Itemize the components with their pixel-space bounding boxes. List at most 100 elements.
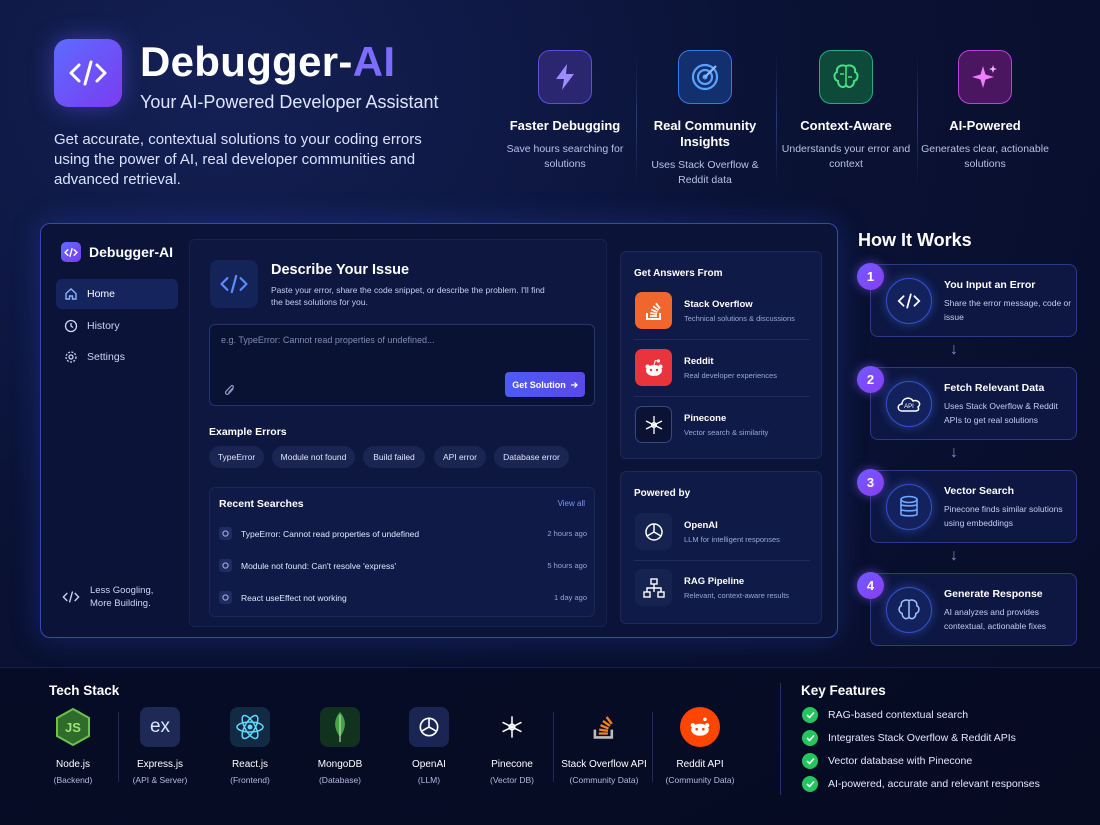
- source-desc: Real developer experiences: [684, 370, 777, 380]
- footer-bar: [0, 667, 1100, 825]
- recent-item[interactable]: Module not found: Can't resolve 'express…: [219, 559, 587, 572]
- example-chip[interactable]: TypeError: [209, 446, 264, 468]
- page-subtitle: Paste your error, share the code snippet…: [271, 285, 545, 307]
- step-card: Generate Response AI analyzes and provid…: [870, 573, 1077, 646]
- feature-title: Context-Aware: [800, 118, 892, 133]
- tech-role: (Community Data): [569, 775, 639, 785]
- step-title: Vector Search: [944, 485, 1015, 497]
- tech-name: Express.js: [136, 759, 184, 770]
- feature-context-aware: Context-Aware Understands your error and…: [778, 50, 914, 172]
- tech-name: MongoDB: [317, 759, 363, 770]
- lightning-icon: [538, 50, 592, 104]
- key-feature-text: AI-powered, accurate and relevant respon…: [828, 778, 1040, 790]
- recent-text: React useEffect not working: [241, 592, 347, 603]
- step-title: Fetch Relevant Data: [944, 382, 1045, 394]
- cloud-icon-text: API: [904, 404, 914, 410]
- sidebar-footer: Less Googling, More Building.: [62, 584, 153, 610]
- feature-desc: Generates clear, actionable solutions: [921, 143, 1049, 170]
- powered-desc: LLM for intelligent responses: [684, 534, 780, 544]
- example-chip[interactable]: Module not found: [272, 446, 355, 468]
- key-feature-text: RAG-based contextual search: [828, 709, 969, 721]
- brain-icon: [886, 587, 932, 633]
- step-title: You Input an Error: [944, 279, 1036, 291]
- sidebar-item-label: Settings: [87, 351, 125, 363]
- pinecone-icon: [635, 406, 672, 443]
- tech-item: ex Express.js (API & Server): [115, 707, 205, 785]
- recent-item[interactable]: TypeError: Cannot read properties of und…: [219, 527, 587, 540]
- footer-line: Less Googling,: [90, 585, 154, 596]
- clock-icon: [64, 319, 78, 333]
- database-icon: [886, 484, 932, 530]
- example-chip[interactable]: Database error: [494, 446, 569, 468]
- feature-desc: Understands your error and context: [781, 143, 911, 170]
- feature-desc: Uses Stack Overflow & Reddit data: [651, 159, 759, 186]
- key-feature-item: Vector database with Pinecone: [802, 753, 972, 769]
- check-icon: [802, 707, 818, 723]
- tech-name: React.js: [231, 759, 269, 770]
- stackoverflow-icon: [584, 707, 624, 747]
- view-all-link[interactable]: View all: [557, 499, 585, 508]
- recent-item[interactable]: React useEffect not working 1 day ago: [219, 591, 587, 604]
- mongodb-icon: [320, 707, 360, 747]
- step-card: API Fetch Relevant Data Uses Stack Overf…: [870, 367, 1077, 440]
- key-feature-text: Vector database with Pinecone: [828, 755, 973, 767]
- feature-faster-debugging: Faster Debugging Save hours searching fo…: [497, 50, 633, 172]
- powered-name: RAG Pipeline: [684, 575, 745, 587]
- step-desc: Share the error message, code or issue: [944, 298, 1072, 322]
- error-input[interactable]: e.g. TypeError: Cannot read properties o…: [209, 324, 595, 406]
- step-number: 2: [857, 366, 884, 393]
- express-glyph: ex: [149, 716, 171, 737]
- tech-role: (Community Data): [665, 775, 735, 785]
- panel-title: Powered by: [634, 488, 691, 499]
- paperclip-icon[interactable]: [224, 383, 236, 402]
- example-chip[interactable]: Build failed: [363, 446, 425, 468]
- sidebar-brand: Debugger-AI: [61, 242, 173, 262]
- sidebar-brand-label: Debugger-AI: [89, 244, 173, 260]
- history-icon: [219, 527, 232, 540]
- stackoverflow-icon: [635, 292, 672, 329]
- powered-desc: Relevant, context-aware results: [684, 590, 790, 600]
- sidebar-item-history[interactable]: History: [56, 311, 178, 341]
- nodejs-glyph: JS: [65, 720, 81, 735]
- tech-stack-title: Tech Stack: [49, 683, 120, 698]
- arrow-right-icon: [570, 381, 578, 388]
- get-solution-button[interactable]: Get Solution: [505, 372, 585, 397]
- footer-line: More Building.: [90, 598, 151, 609]
- tech-item: MongoDB (Database): [295, 707, 385, 785]
- sidebar-item-settings[interactable]: Settings: [56, 342, 178, 372]
- example-chip[interactable]: API error: [434, 446, 486, 468]
- input-placeholder: e.g. TypeError: Cannot read properties o…: [221, 335, 435, 345]
- brain-icon: [819, 50, 873, 104]
- key-feature-text: Integrates Stack Overflow & Reddit APIs: [828, 732, 1016, 744]
- step-number: 3: [857, 469, 884, 496]
- tech-item: React.js (Frontend): [205, 707, 295, 785]
- reddit-icon: [680, 707, 720, 747]
- history-icon: [219, 591, 232, 604]
- arrow-down-icon: ↓: [950, 547, 958, 564]
- tech-role: (API & Server): [132, 775, 188, 785]
- target-icon: [678, 50, 732, 104]
- code-icon: [210, 260, 258, 308]
- tech-name: Node.js: [56, 759, 90, 770]
- sidebar-item-home[interactable]: Home: [56, 279, 178, 309]
- hero-description: Get accurate, contextual solutions to yo…: [54, 131, 422, 188]
- tech-name: OpenAI: [412, 759, 446, 770]
- code-icon: [62, 591, 80, 603]
- code-icon: [69, 60, 107, 86]
- express-icon: ex: [140, 707, 180, 747]
- source-name: Reddit: [684, 355, 714, 367]
- step-number: 4: [857, 572, 884, 599]
- tech-role: (Backend): [53, 775, 93, 785]
- main-panel: Describe Your Issue Paste your error, sh…: [189, 239, 607, 627]
- tech-item: JS Node.js (Backend): [28, 707, 118, 785]
- feature-title: Faster Debugging: [509, 118, 621, 133]
- examples-title: Example Errors: [209, 426, 287, 438]
- app-window: Debugger-AI Home History Settings Less G…: [40, 223, 838, 638]
- gear-icon: [65, 351, 77, 363]
- tech-role: (Vector DB): [490, 775, 534, 785]
